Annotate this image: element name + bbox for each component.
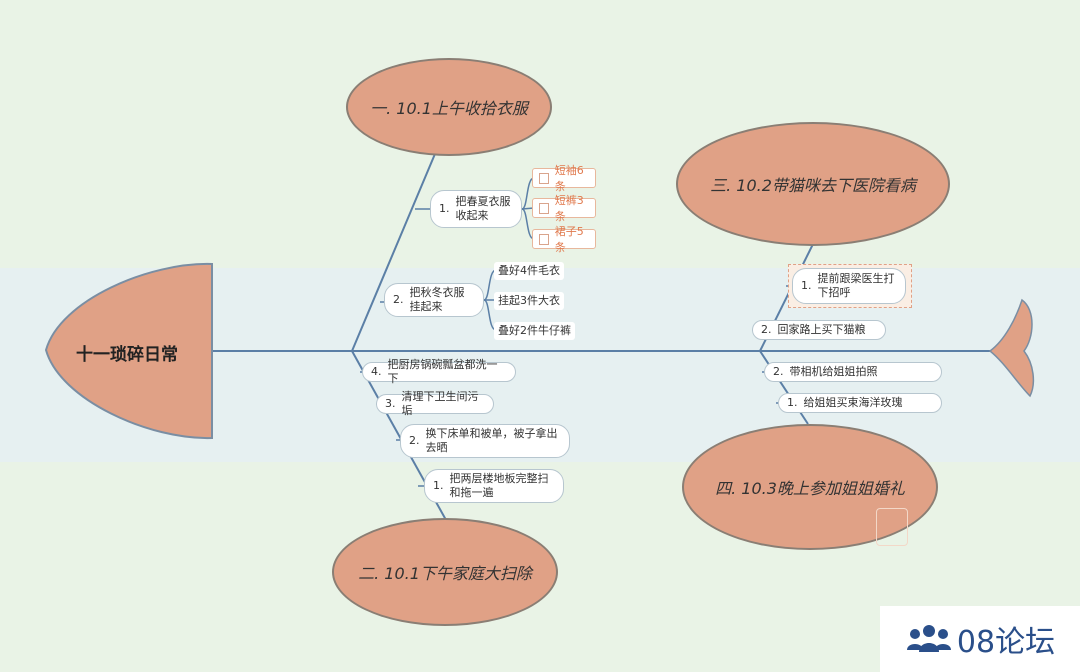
b2-item-2[interactable]: 2. 换下床单和被单，被子拿出去晒 (400, 424, 570, 458)
branch-b1-label: 一. 10.1上午收拾衣服 (370, 99, 528, 118)
branch-b4[interactable]: 四. 10.3晚上参加姐姐婚礼 (682, 424, 938, 550)
b3-item-2[interactable]: 2. 回家路上买下猫粮 (752, 320, 886, 340)
b1-item-2[interactable]: 2. 把秋冬衣服挂起来 (384, 283, 484, 317)
b4-item-1[interactable]: 1. 给姐姐买束海洋玫瑰 (778, 393, 942, 413)
leaf-item[interactable]: 叠好4件毛衣 (494, 262, 564, 280)
b4-item-2[interactable]: 2. 带相机给姐姐拍照 (764, 362, 942, 382)
checkbox-icon[interactable] (539, 172, 549, 184)
task-item[interactable]: 短袖6条 (532, 164, 596, 193)
faint-frame (876, 508, 908, 546)
branch-b3-label: 三. 10.2带猫咪去下医院看病 (710, 176, 916, 195)
branch-b2-label: 二. 10.1下午家庭大扫除 (358, 564, 532, 583)
watermark-text: 08论坛 (956, 625, 1056, 660)
bone-b1 (351, 141, 441, 352)
b1-item-1[interactable]: 1. 把春夏衣服收起来 (430, 190, 522, 228)
checkbox-icon[interactable] (539, 233, 549, 245)
b3-item-1[interactable]: 1. 提前跟梁医生打下招呼 (792, 268, 906, 304)
task-item[interactable]: 短裤3条 (532, 194, 596, 223)
root-topic[interactable]: 十一琐碎日常 (76, 345, 178, 365)
leaf-item[interactable]: 挂起3件大衣 (494, 292, 564, 310)
fish-tail (988, 298, 1035, 398)
b2-item-4[interactable]: 4. 把厨房锅碗瓢盆都洗一下 (362, 358, 516, 385)
checkbox-icon[interactable] (539, 202, 549, 214)
branch-b2[interactable]: 二. 10.1下午家庭大扫除 (332, 518, 558, 626)
leaf-item[interactable]: 叠好2件牛仔裤 (494, 322, 575, 340)
watermark-logo: 08论坛 (880, 606, 1080, 672)
users-icon (906, 625, 951, 652)
branch-b4-label: 四. 10.3晚上参加姐姐婚礼 (715, 479, 905, 498)
task-item[interactable]: 裙子5条 (532, 225, 596, 254)
branch-b3[interactable]: 三. 10.2带猫咪去下医院看病 (676, 122, 950, 246)
branch-b1[interactable]: 一. 10.1上午收拾衣服 (346, 58, 552, 156)
b2-item-3[interactable]: 3. 清理下卫生间污垢 (376, 390, 494, 417)
b2-item-1[interactable]: 1. 把两层楼地板完整扫和拖一遍 (424, 469, 564, 503)
